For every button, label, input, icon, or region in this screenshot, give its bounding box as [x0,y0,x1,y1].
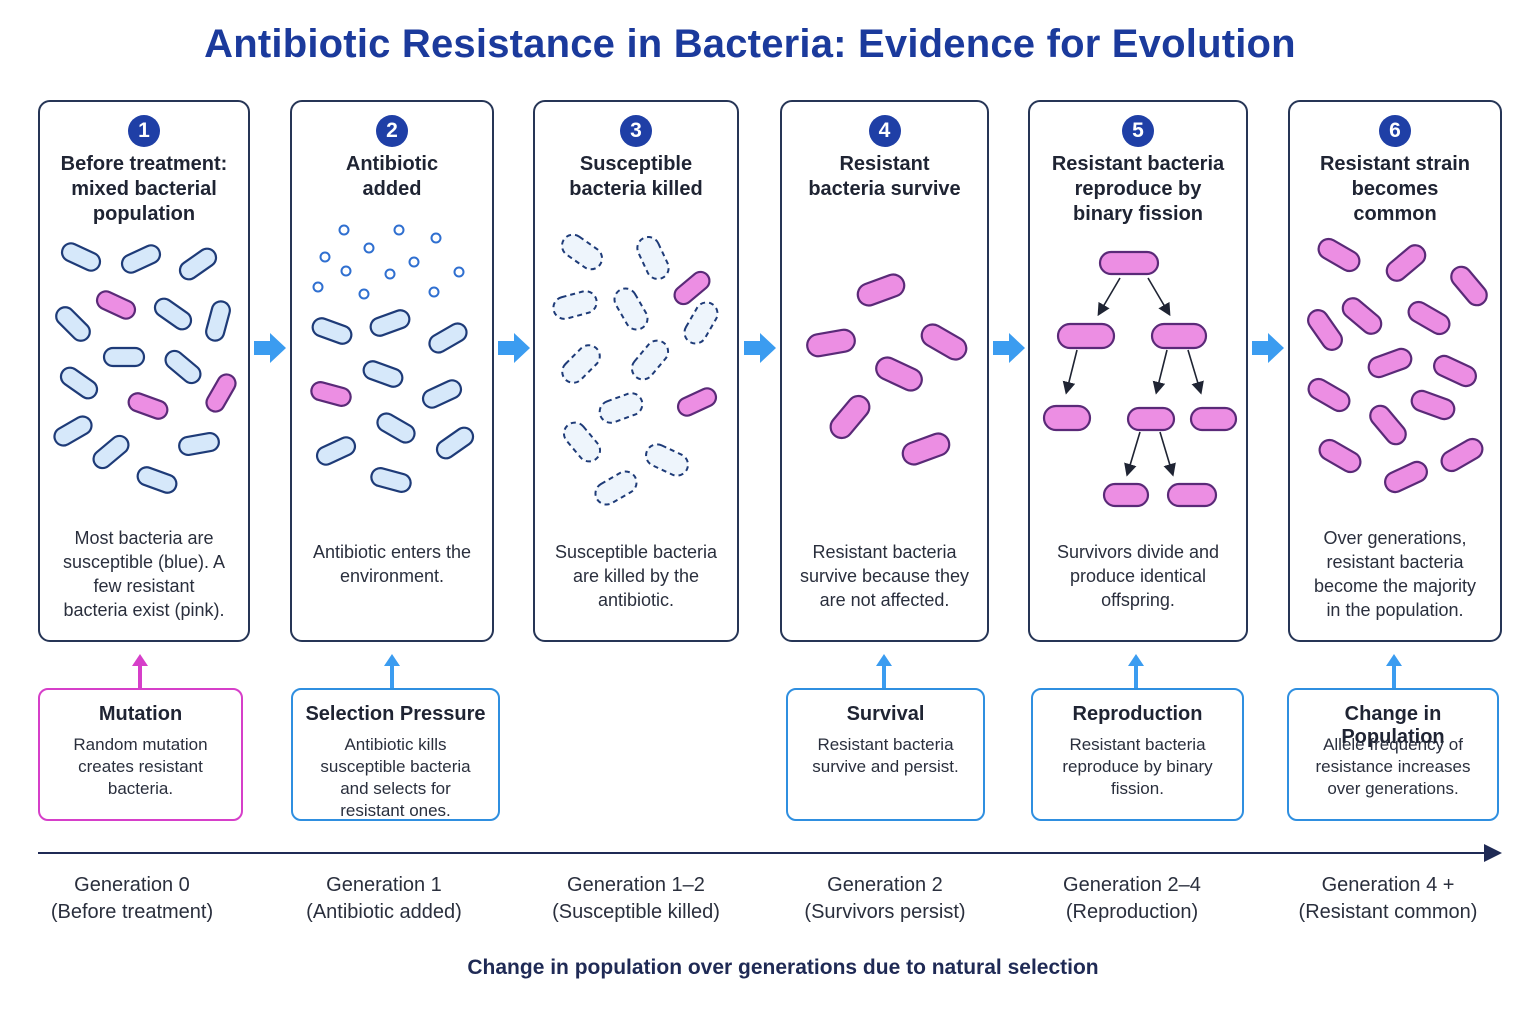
stage-number-badge: 3 [620,115,652,147]
stage-panel-6: 6 Resistant strain becomes common Over g… [1288,100,1502,642]
timeline-label-3: Generation 1–2 (Susceptible killed) [516,872,756,926]
mechanism-box-change-in-population: Change in Population Allele frequency of… [1287,688,1499,821]
mechanism-title: Change in Population [1341,703,1445,748]
stage-panel-1: 1 Before treatment: mixed bacterial popu… [38,100,250,642]
stage-title: Resistant strain becomes common [1319,153,1471,225]
stage-title: Resistant bacteria reproduce by binary f… [1051,153,1225,225]
timeline-label-4: Generation 2 (Survivors persist) [765,872,1005,926]
up-arrow-icon [384,654,400,688]
timeline-label-1: Generation 0 (Before treatment) [12,872,252,926]
flow-arrow-icon [1252,333,1284,363]
stage-number-badge: 2 [376,115,408,147]
generation-label: Generation 1 [326,874,442,896]
timeline-axis [38,844,1502,862]
stage-description: Resistant bacteria survive because they … [799,542,970,610]
stage-number-badge: 4 [868,115,901,147]
stage-title: Before treatment: mixed bacterial popula… [60,153,228,225]
stage-description: Survivors divide and produce identical o… [1056,542,1220,610]
mechanism-title: Survival [846,703,925,725]
mechanism-title: Selection Pressure [305,703,486,725]
flow-arrow-icon [254,333,286,363]
generation-label: Generation 0 [74,874,190,896]
mechanism-box-selection-pressure: Selection Pressure Antibiotic kills susc… [291,688,500,821]
generation-label: Generation 4 + [1321,874,1455,896]
stage-number-badge: 5 [1122,115,1154,147]
mechanism-description: Random mutation creates resistant bacter… [73,735,208,798]
susceptible-killed-illustration [552,233,719,506]
generation-note: (Reproduction) [1065,901,1199,923]
resistant-survive-illustration [806,273,968,466]
up-arrow-icon [1128,654,1144,688]
mechanism-description: Allele frequency of resistance increases… [1315,735,1471,798]
generation-note: (Resistant common) [1298,901,1478,923]
stage-description: Susceptible bacteria are killed by the a… [554,542,718,610]
stage-title: Resistant bacteria survive [808,153,961,200]
stage-panel-5: 5 Resistant bacteria reproduce by binary… [1028,100,1248,642]
stage-panel-4: 4 Resistant bacteria survive Resistant b… [780,100,989,642]
generation-note: (Susceptible killed) [552,901,720,923]
timeline-caption: Change in population over generations du… [467,956,1099,979]
mechanism-description: Resistant bacteria reproduce by binary f… [1062,735,1213,798]
timeline-label-5: Generation 2–4 (Reproduction) [1012,872,1252,926]
flow-arrow-icon [498,333,530,363]
stage-number-badge: 1 [128,115,160,147]
flow-arrow-icon [993,333,1025,363]
mechanism-box-survival: Survival Resistant bacteria survive and … [786,688,985,821]
flow-arrow-icon [744,333,776,363]
generation-label: Generation 2–4 [1063,874,1201,896]
timeline-label-2: Generation 1 (Antibiotic added) [264,872,504,926]
generation-note: (Before treatment) [50,901,214,923]
up-arrow-icon [1386,654,1402,688]
resistant-majority-illustration [1307,237,1488,494]
timeline-label-6: Generation 4 + (Resistant common) [1268,872,1508,926]
diagram-title: Antibiotic Resistance in Bacteria: Evide… [204,22,1296,66]
stage-title: Susceptible bacteria killed [569,153,703,200]
binary-fission-tree-illustration [1042,250,1238,508]
generation-label: Generation 2 [827,874,943,896]
stage-description: Antibiotic enters the environment. [312,542,472,586]
mechanism-description: Antibiotic kills susceptible bacteria an… [320,735,471,820]
generation-note: (Antibiotic added) [306,901,462,923]
stage-description: Most bacteria are susceptible (blue). A … [62,528,226,620]
mechanism-description: Resistant bacteria survive and persist. [812,735,959,776]
mechanism-box-mutation: Mutation Random mutation creates resista… [38,688,243,821]
generation-note: (Survivors persist) [804,901,966,923]
stage-panel-3: 3 Susceptible bacteria killed Susceptibl… [533,100,739,642]
up-arrow-icon [132,654,148,688]
stage-panel-2: 2 Antibiotic added [290,100,494,642]
mixed-population-illustration [53,242,237,494]
stage-number-badge: 6 [1379,115,1411,147]
stage-description: Over generations, resistant bacteria bec… [1313,528,1477,620]
mechanism-title: Reproduction [1072,703,1203,725]
mechanism-title: Mutation [98,703,183,725]
stage-title: Antibiotic added [345,153,439,200]
antibiotic-added-illustration [310,224,475,493]
generation-label: Generation 1–2 [567,874,705,896]
up-arrow-icon [876,654,892,688]
mechanism-box-reproduction: Reproduction Resistant bacteria reproduc… [1031,688,1244,821]
